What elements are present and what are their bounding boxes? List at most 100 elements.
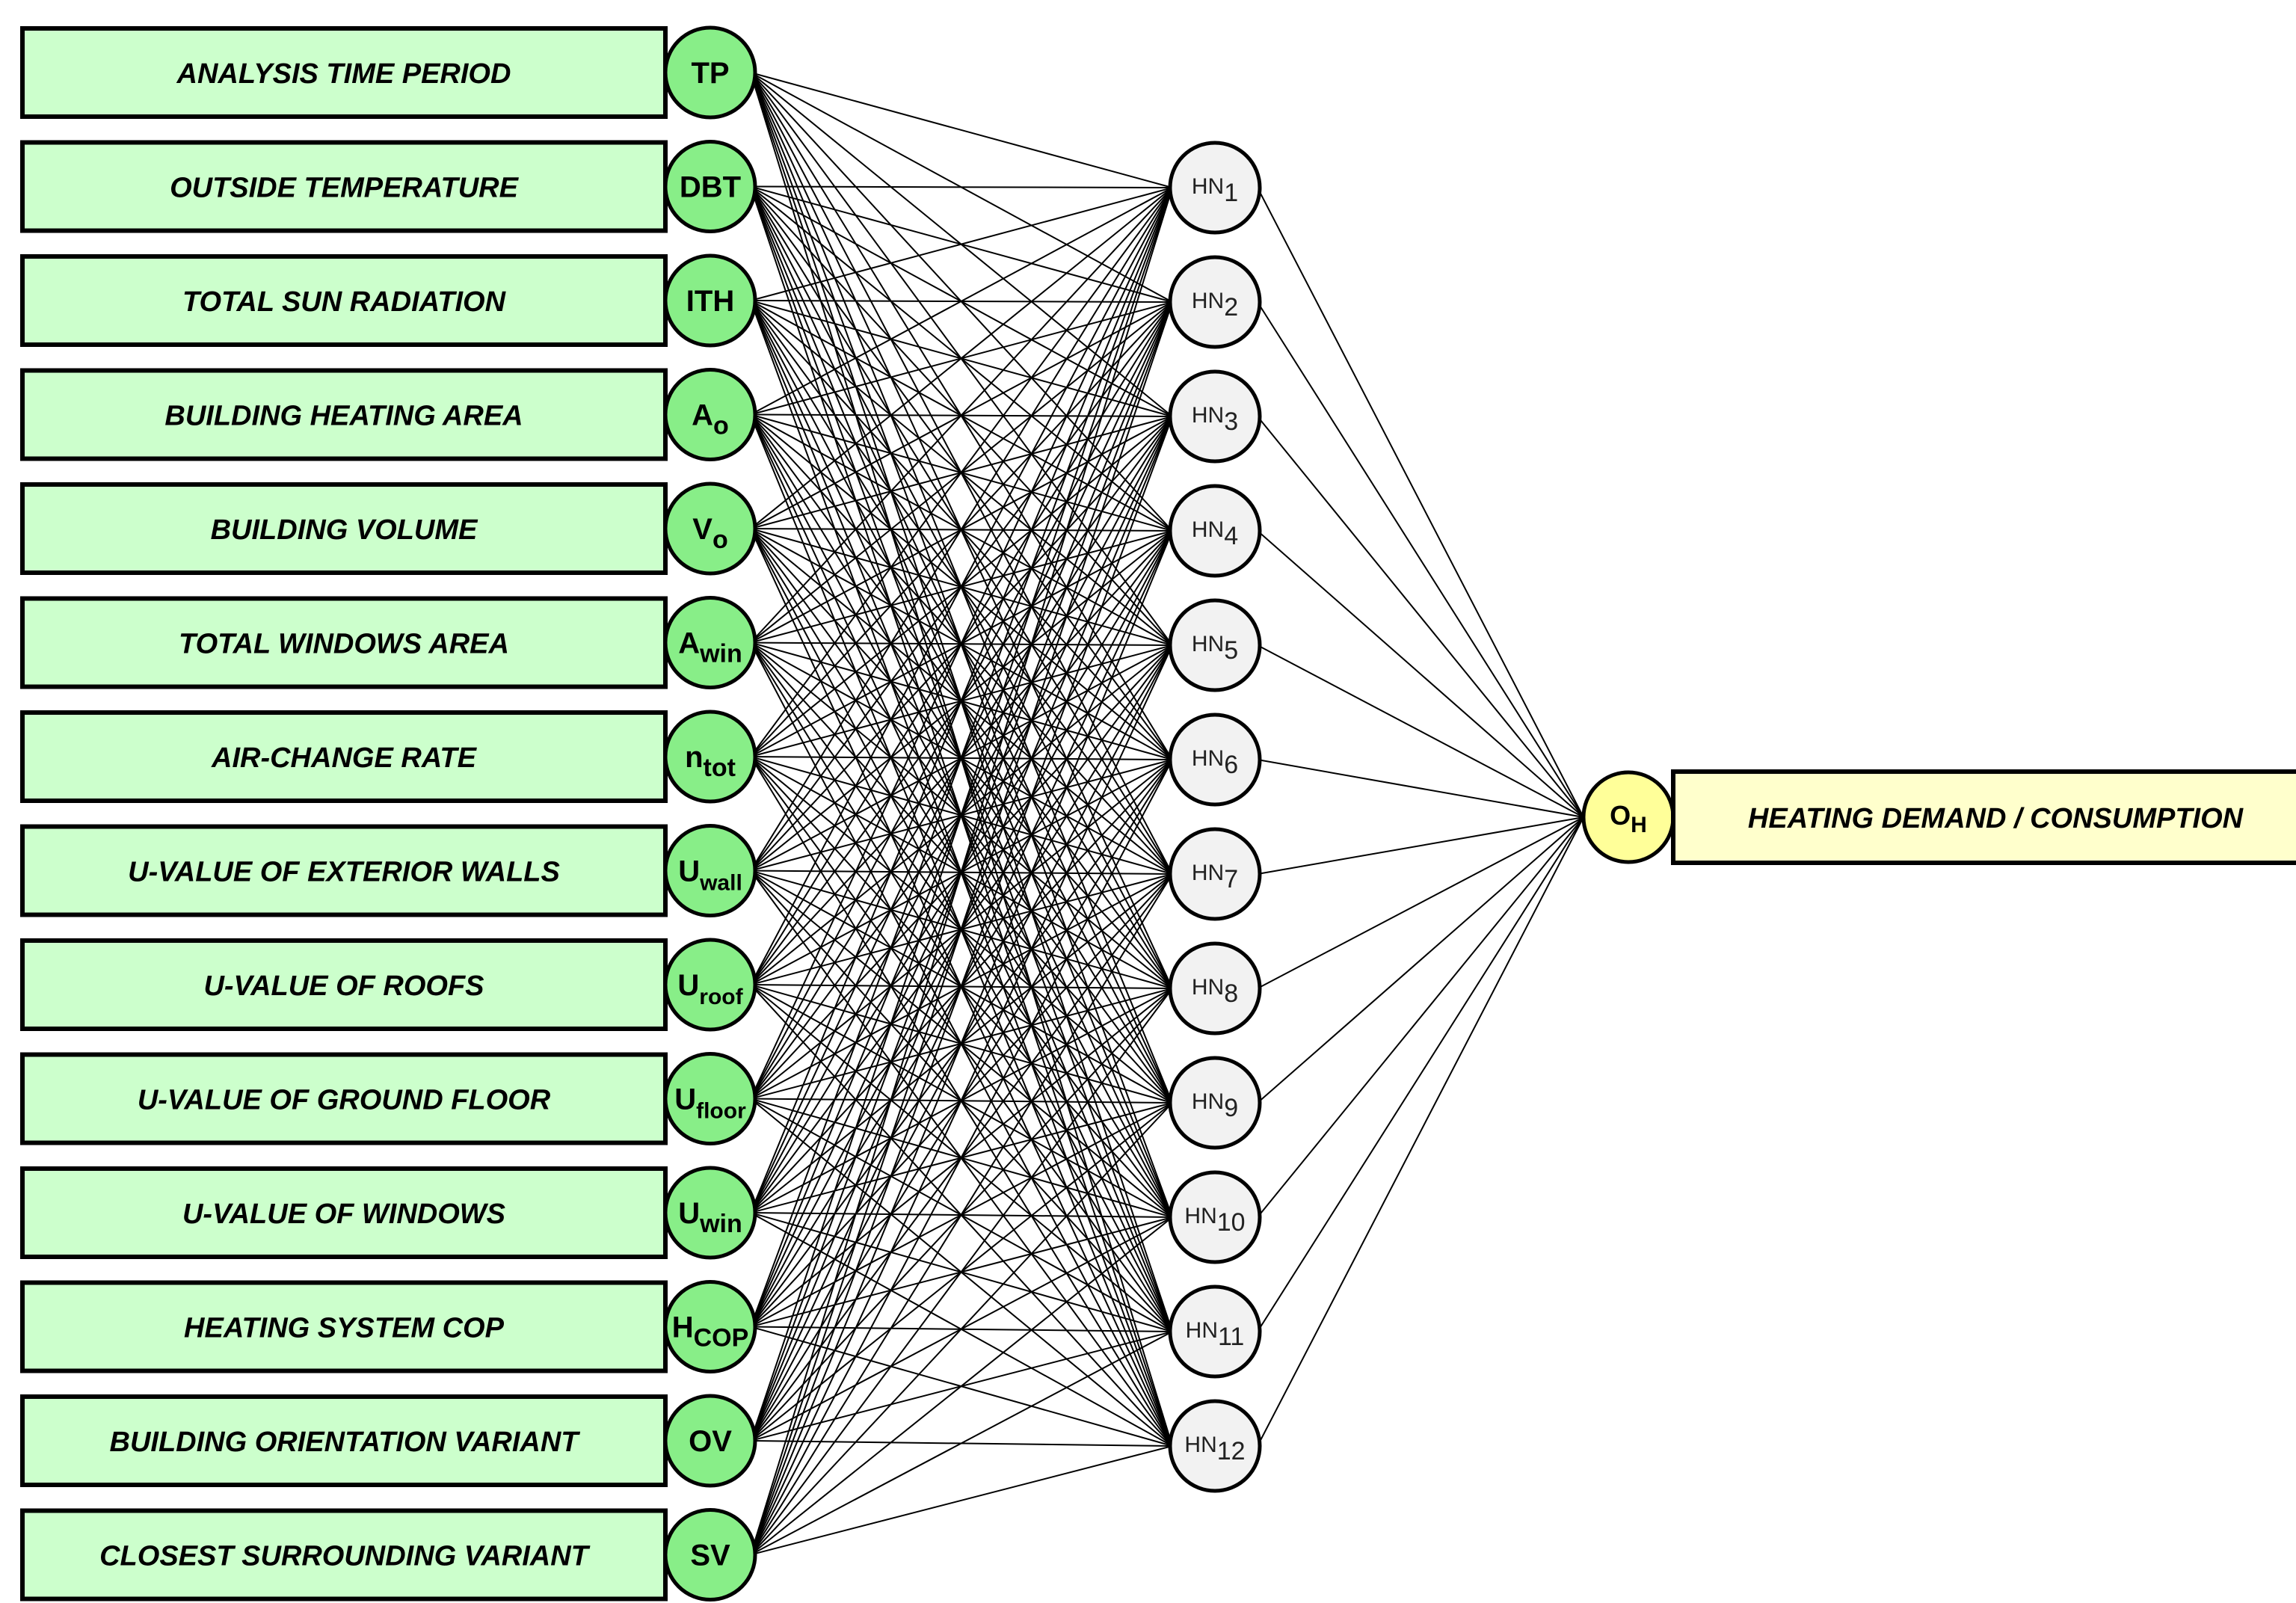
input-node-main: U [677, 969, 699, 1002]
hidden-node-subscript: 8 [1224, 979, 1238, 1008]
connection-input-14-hidden-9 [750, 1102, 1173, 1556]
hidden-node-circle [1168, 1284, 1262, 1379]
input-node-subscript: o [713, 412, 729, 440]
input-label: U-VALUE OF ROOFS [203, 970, 484, 1002]
connection-input-14-hidden-6 [750, 759, 1173, 1555]
input-node-circle [663, 25, 757, 120]
hidden-node: HN1 [1168, 141, 1262, 235]
input-node: HCOP [663, 1280, 757, 1373]
hidden-node-circle [1168, 1056, 1262, 1150]
input-node-main: n [685, 741, 703, 774]
input-label-box [20, 1166, 668, 1259]
input-node-symbol: SV [690, 1539, 730, 1572]
hidden-node-subscript: 2 [1224, 293, 1238, 321]
input-label: BUILDING HEATING AREA [164, 401, 523, 432]
hidden-node: HN10 [1168, 1170, 1262, 1264]
hidden-node-subscript: 9 [1224, 1094, 1238, 1122]
connection-input-1-hidden-1 [750, 72, 1173, 188]
hidden-node: HN12 [1168, 1399, 1262, 1493]
input-node-main: U [678, 1197, 700, 1230]
hidden-node-circle [1168, 827, 1262, 921]
input-node: Vo [663, 481, 757, 576]
input-label-boxes: ANALYSIS TIME PERIOD OUTSIDE TEMPERATURE T… [20, 26, 668, 1602]
output-label-box [1671, 769, 2296, 865]
connection-input-14-hidden-3 [750, 416, 1173, 1555]
connection-input-6-hidden-1 [750, 187, 1173, 644]
hidden-node-symbol: HN6 [1192, 746, 1238, 779]
output-layer: OH HEATING DEMAND / CONSUMPTION [1581, 769, 2296, 865]
input-label: AIR-CHANGE RATE [211, 742, 478, 774]
connection-input-14-hidden-2 [750, 301, 1173, 1555]
hidden-node-main: HN [1192, 632, 1224, 656]
hidden-node-circle [1168, 141, 1262, 235]
input-node: Ao [663, 368, 757, 461]
input-node-circle [663, 596, 757, 689]
input-row: ANALYSIS TIME PERIOD [20, 26, 668, 119]
input-node-symbol: ntot [685, 741, 736, 782]
hidden-node: HN3 [1168, 369, 1262, 464]
input-node-subscript: COP [694, 1324, 749, 1353]
hidden-node-main: HN [1184, 1433, 1216, 1457]
input-node-symbol: DBT [680, 171, 741, 204]
hidden-node-symbol: HN2 [1192, 289, 1238, 321]
input-node-subscript: roof [699, 985, 743, 1009]
connection-hidden-11-output [1257, 816, 1584, 1332]
connection-hidden-6-output [1257, 759, 1584, 818]
input-node: TP [663, 25, 757, 120]
hidden-node: HN8 [1168, 941, 1262, 1036]
input-node-main: TP [691, 57, 729, 90]
connection-input-2-hidden-1 [750, 185, 1173, 188]
input-label: TOTAL SUN RADIATION [182, 286, 507, 318]
connection-input-14-hidden-7 [750, 873, 1173, 1556]
connection-input-14-hidden-1 [750, 187, 1173, 1555]
hidden-node-symbol: HN11 [1186, 1318, 1245, 1351]
hidden-node: HN6 [1168, 713, 1262, 807]
hidden-node-circle [1168, 713, 1262, 807]
input-label-box [20, 938, 668, 1031]
input-node-circle [663, 1052, 757, 1145]
input-node: Awin [663, 596, 757, 689]
hidden-node-subscript: 10 [1217, 1208, 1246, 1237]
input-node-main: DBT [680, 171, 741, 204]
hidden-node-subscript: 4 [1224, 522, 1238, 550]
output-node-subscript: H [1631, 813, 1647, 837]
output-node-symbol: OH [1610, 800, 1647, 837]
input-row: OUTSIDE TEMPERATURE [20, 140, 668, 233]
hidden-node-circle [1168, 598, 1262, 692]
input-node-subscript: o [713, 526, 728, 554]
hidden-node-subscript: 7 [1224, 865, 1238, 893]
input-node-subscript: win [699, 1210, 742, 1238]
connection-input-14-hidden-11 [750, 1331, 1173, 1556]
input-row: U-VALUE OF WINDOWS [20, 1166, 668, 1259]
input-label-box [20, 140, 668, 233]
connection-input-5-hidden-1 [750, 187, 1173, 529]
input-node-main: V [692, 513, 713, 546]
connection-input-12-hidden-1 [750, 187, 1173, 1327]
connection-hidden-1-output [1257, 187, 1584, 818]
input-row: TOTAL WINDOWS AREA [20, 596, 668, 689]
input-node-main: A [678, 627, 700, 660]
connection-hidden-3-output [1257, 416, 1584, 818]
input-node-circle [663, 481, 757, 576]
input-label-box [20, 710, 668, 803]
hidden-node-symbol: HN5 [1192, 632, 1238, 665]
input-row: AIR-CHANGE RATE [20, 710, 668, 803]
hidden-node: HN7 [1168, 827, 1262, 921]
connection-hidden-7-output [1257, 816, 1584, 875]
output-label: HEATING DEMAND / CONSUMPTION [1748, 803, 2244, 834]
connection-hidden-4-output [1257, 530, 1584, 818]
input-node-symbol: TP [691, 57, 729, 90]
hidden-node-symbol: HN7 [1192, 861, 1238, 893]
input-row: TOTAL SUN RADIATION [20, 254, 668, 347]
input-row: HEATING SYSTEM COP [20, 1280, 668, 1373]
input-node: OV [663, 1394, 757, 1488]
input-label: U-VALUE OF GROUND FLOOR [138, 1085, 551, 1116]
hidden-node-subscript: 6 [1224, 751, 1238, 779]
hidden-node-symbol: HN3 [1192, 403, 1238, 436]
input-label-box [20, 596, 668, 689]
input-node-subscript: floor [696, 1099, 746, 1124]
input-node-symbol: Ufloor [674, 1083, 746, 1124]
input-node-main: SV [690, 1539, 730, 1572]
input-node-symbol: HCOP [672, 1311, 749, 1353]
hidden-node-subscript: 5 [1224, 636, 1238, 665]
